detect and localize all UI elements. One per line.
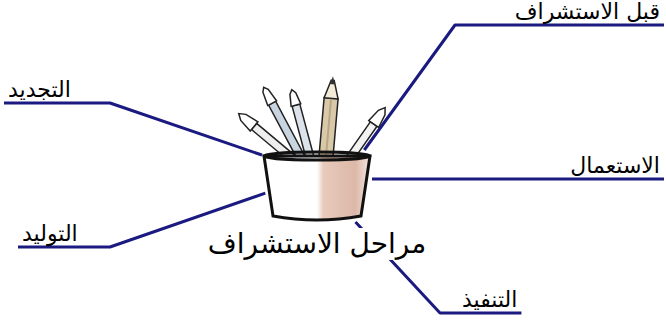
branch-label: قبل الاستشراف bbox=[513, 1, 662, 23]
branch-label: التوليد bbox=[20, 223, 80, 245]
branch-label: التنفيذ bbox=[460, 289, 519, 311]
cup-rim bbox=[264, 152, 370, 160]
pencil-cup: مراحل الاستشراف bbox=[262, 150, 372, 222]
branch-connector bbox=[364, 25, 664, 150]
branch-label: الاستعمال bbox=[568, 155, 662, 177]
branch-label-box: قبل الاستشراف bbox=[513, 1, 662, 23]
branch-label-box: التوليد bbox=[20, 223, 80, 245]
branch-label-box: التنفيذ bbox=[460, 289, 519, 311]
cup-outline bbox=[262, 150, 372, 222]
branch-label: التجديد bbox=[6, 79, 73, 101]
branch-label-box: التجديد bbox=[6, 79, 73, 101]
branch-connector bbox=[372, 178, 664, 181]
branch-connector bbox=[4, 103, 262, 155]
cup-body bbox=[264, 156, 370, 220]
diagram-heading: مراحل الاستشراف bbox=[204, 228, 431, 260]
branch-label-box: الاستعمال bbox=[568, 155, 662, 177]
